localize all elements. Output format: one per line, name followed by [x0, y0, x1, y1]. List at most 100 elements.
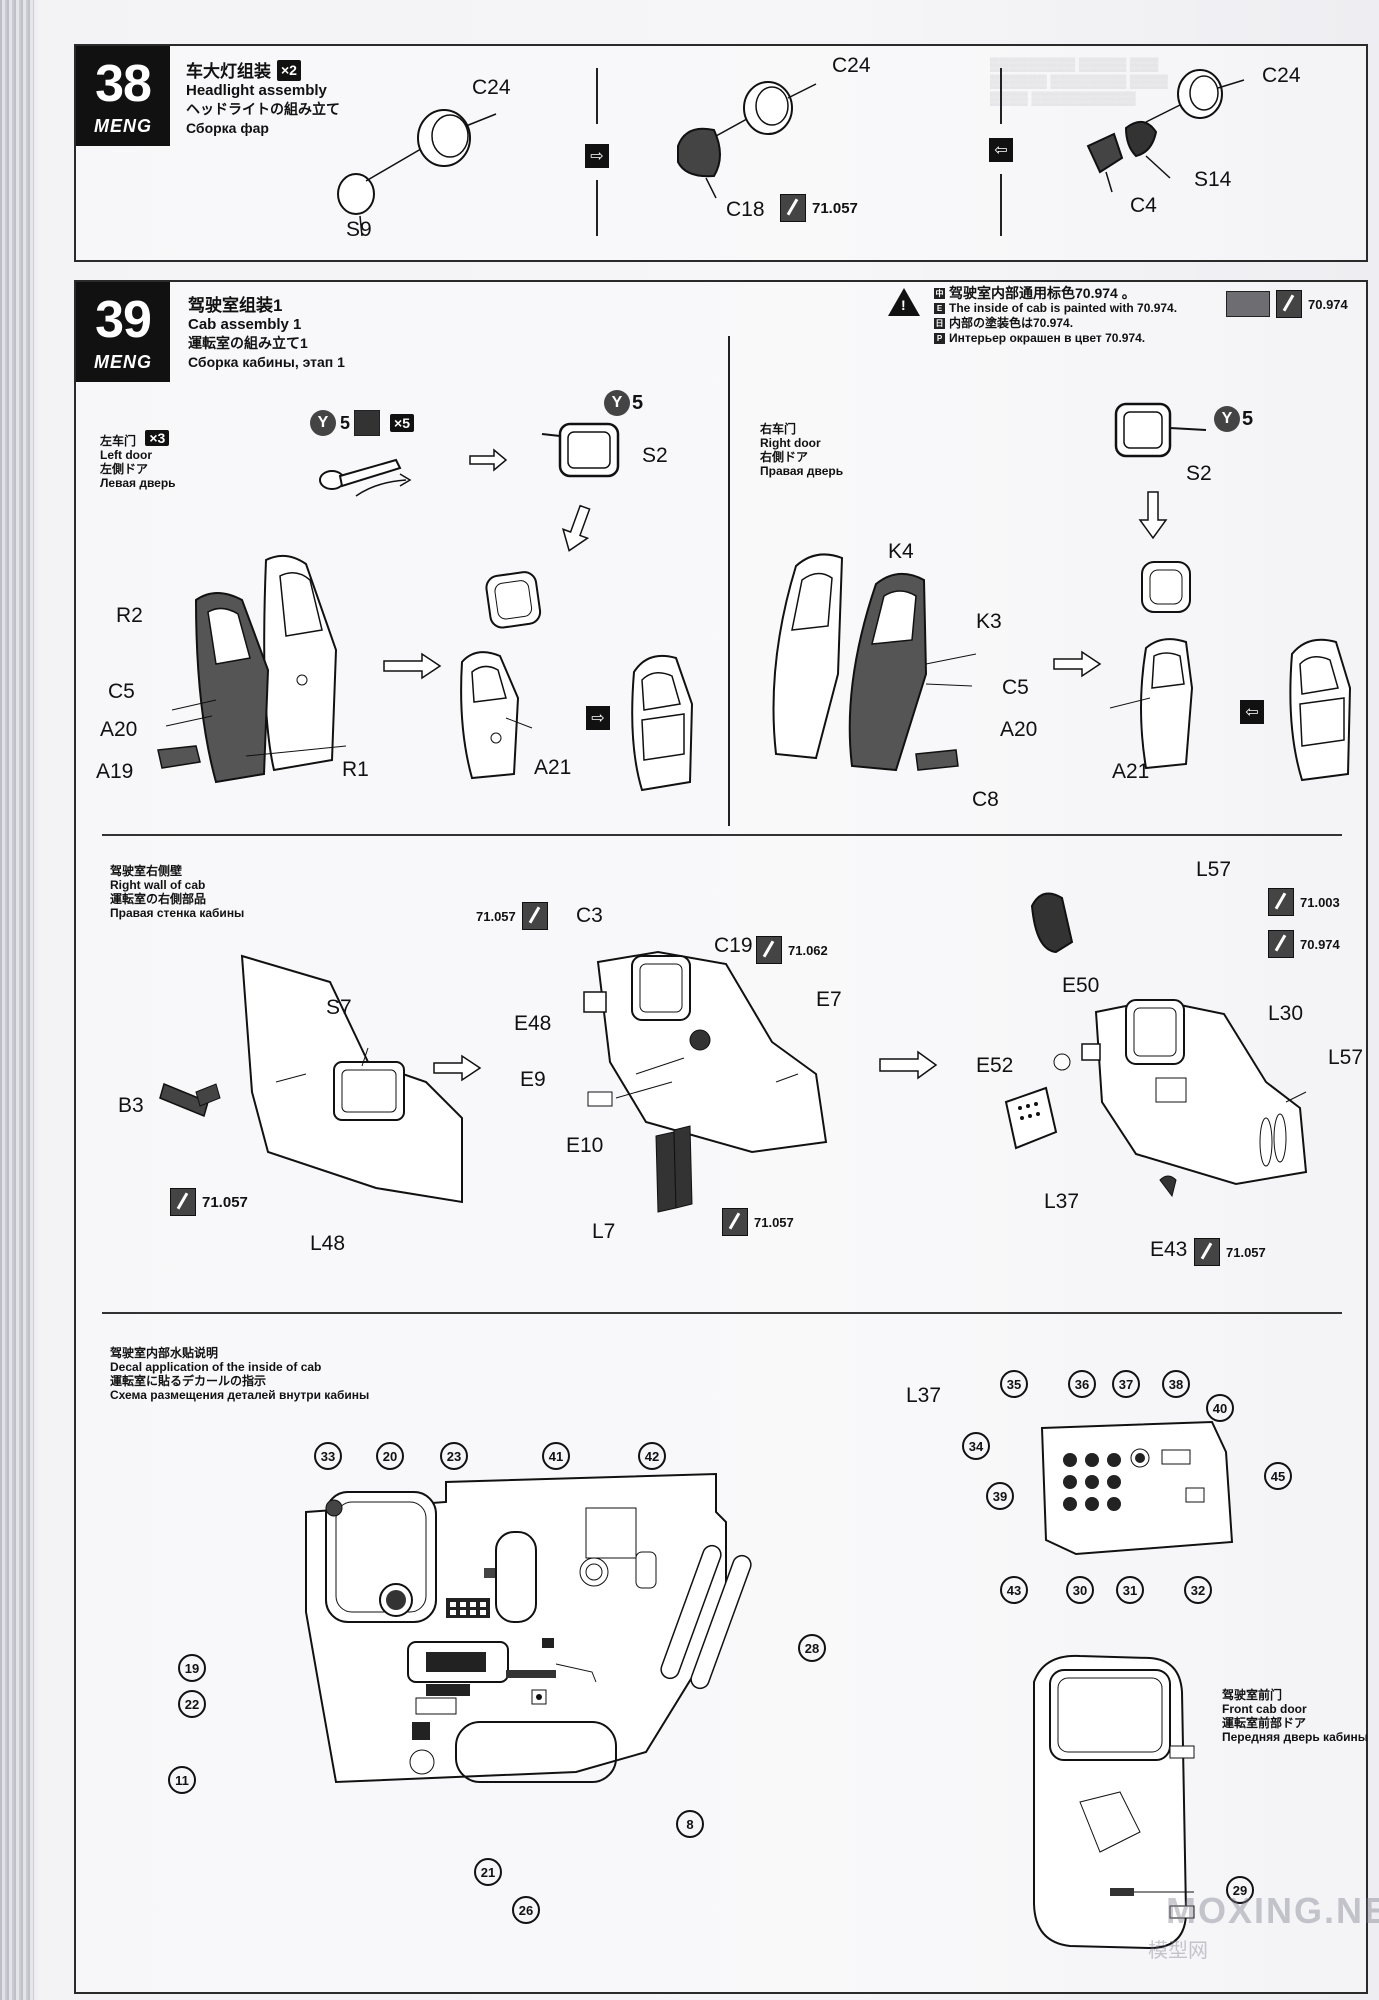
headlight-housing-drawing: [677, 81, 817, 199]
label-k4: K4: [888, 540, 914, 563]
window-frame-drawing: [1114, 402, 1207, 458]
caption-en: Decal application of the inside of cab: [110, 1360, 322, 1374]
paint-brush-icon: [170, 1188, 196, 1216]
decal-callout: 42: [638, 1442, 666, 1470]
decal-callout: 45: [1264, 1462, 1292, 1490]
title-jp: 運転室の組み立て1: [188, 335, 308, 351]
paint-callout: 71.057: [170, 1188, 248, 1216]
right-wall-caption: 驾驶室右侧壁 Right wall of cab 運転室の右側部品 Правая…: [110, 864, 244, 920]
paint-callout: 70.974: [1226, 290, 1348, 318]
arrow-right-drawing: [433, 1054, 482, 1082]
arrow-right-drawing: [469, 448, 508, 472]
arrow-right-drawing: [383, 652, 442, 680]
label-c24: C24: [1262, 64, 1301, 87]
label-c18: C18: [726, 198, 765, 221]
section-divider: [102, 834, 1342, 836]
label-e43: E43: [1150, 1238, 1188, 1261]
decal-callout: 28: [798, 1634, 826, 1662]
paint-brush-icon: [1194, 1238, 1220, 1266]
caption-jp: 運転室前部ドア: [1222, 1716, 1307, 1730]
decal-callout: 36: [1068, 1370, 1096, 1398]
decal-callout: 8: [676, 1810, 704, 1838]
label-a19: A19: [96, 760, 134, 783]
paint-brush-icon: [722, 1208, 748, 1236]
label-s2: S2: [1186, 462, 1212, 485]
divider: [1000, 68, 1002, 124]
step-39-badge: 39 MENG: [76, 282, 170, 382]
watermark-text: MOXING.NET: [1166, 1890, 1379, 1931]
label-r1: R1: [342, 758, 369, 781]
caption-ru: Правая дверь: [760, 464, 844, 478]
label-a20: A20: [1000, 718, 1038, 741]
label-c24: C24: [472, 76, 511, 99]
warning-ru: Интерьер окрашен в цвет 70.974.: [949, 331, 1146, 345]
brand-logo: MENG: [94, 352, 152, 372]
label-c3: C3: [576, 904, 603, 927]
paint-code: 70.974: [1308, 296, 1348, 312]
label-r2: R2: [116, 604, 143, 627]
right-door-final-drawing: [1289, 638, 1352, 782]
bleed-through-text: ▓▓▓▓▓▓▓▓▓ ▓▓▓▓▓ ▓▓▓▓▓▓▓▓▓ ▓▓▓▓▓▓▓▓ ▓▓▓▓▓…: [990, 56, 1168, 105]
decal-callout: 20: [376, 1442, 404, 1470]
multiplier-badge: ×2: [277, 60, 301, 81]
divider: [728, 336, 730, 826]
right-wall-detail-drawing: [583, 950, 828, 1213]
label-c5: C5: [108, 680, 135, 703]
label-l57: L57: [1328, 1046, 1364, 1069]
decal-callout: 26: [512, 1896, 540, 1924]
arrow-down-drawing: [561, 504, 591, 552]
decal-callout: 19: [178, 1654, 206, 1682]
caption-cn: 驾驶室内部水贴说明: [110, 1346, 219, 1360]
front-door-caption: 驾驶室前门 Front cab door 運転室前部ドア Передняя дв…: [1222, 1688, 1368, 1744]
label-s9: S9: [346, 218, 372, 241]
y-screw-icon: Y: [604, 390, 630, 416]
label-l48: L48: [310, 1232, 346, 1255]
decal-callout: 43: [1000, 1576, 1028, 1604]
step-number: 39: [95, 291, 152, 349]
caption-cn: 驾驶室右侧壁: [110, 864, 183, 878]
paint-code: 71.003: [1300, 894, 1340, 910]
arrow-right-icon: ⇨: [586, 706, 610, 730]
front-cab-door-drawing: [1033, 1654, 1195, 1950]
decal-caption: 驾驶室内部水贴说明 Decal application of the insid…: [110, 1346, 369, 1402]
l37-title: L37: [906, 1384, 942, 1407]
caption-cn: 左车门: [100, 434, 137, 448]
paint-callout: 70.974: [1268, 930, 1340, 958]
paint-brush-icon: [1268, 888, 1294, 916]
caption-en: Right door: [760, 436, 821, 450]
title-cn: 驾驶室组装1: [188, 296, 283, 315]
caption-en: Right wall of cab: [110, 878, 206, 892]
step-38-panel: 38 MENG 车大灯组装×2 Headlight assembly ヘッドライ…: [74, 44, 1368, 262]
decal-callout: 39: [986, 1482, 1014, 1510]
screw-callout: Y 5: [1214, 406, 1253, 432]
divider: [596, 180, 598, 236]
warning-en: The inside of cab is painted with 70.974…: [949, 301, 1178, 315]
multiplier-badge: ×5: [390, 414, 414, 432]
right-door-assembled-drawing: [1109, 561, 1194, 770]
watermark-sub: 模型网: [1148, 1940, 1208, 1962]
decal-callout: 21: [474, 1858, 502, 1886]
screw-count: 5: [632, 391, 644, 414]
paint-code: 70.974: [1300, 936, 1340, 952]
divider: [1000, 174, 1002, 236]
label-a21: A21: [1112, 760, 1150, 783]
label-s2: S2: [642, 444, 668, 467]
label-c5: C5: [1002, 676, 1029, 699]
decal-callout: 35: [1000, 1370, 1028, 1398]
window-frame-drawing: [541, 422, 620, 478]
left-door-caption: 左车门 ×3 Left door 左側ドア Левая дверь: [100, 430, 176, 490]
section-divider: [102, 1312, 1342, 1314]
label-l57: L57: [1196, 858, 1232, 881]
paint-brush-icon: [1276, 290, 1302, 318]
title-ru: Сборка кабины, этап 1: [188, 354, 345, 370]
wrench-drawing: [319, 458, 412, 497]
label-a21: A21: [534, 756, 572, 779]
step-38-title: 车大灯组装×2 Headlight assembly ヘッドライトの組み立て С…: [186, 60, 340, 138]
decal-callout: 38: [1162, 1370, 1190, 1398]
caption-en: Front cab door: [1222, 1702, 1307, 1716]
title-jp: ヘッドライトの組み立て: [186, 101, 340, 117]
decal-callout: 32: [1184, 1576, 1212, 1604]
y-screw-icon: Y: [310, 410, 336, 436]
title-cn: 车大灯组装: [186, 62, 271, 81]
